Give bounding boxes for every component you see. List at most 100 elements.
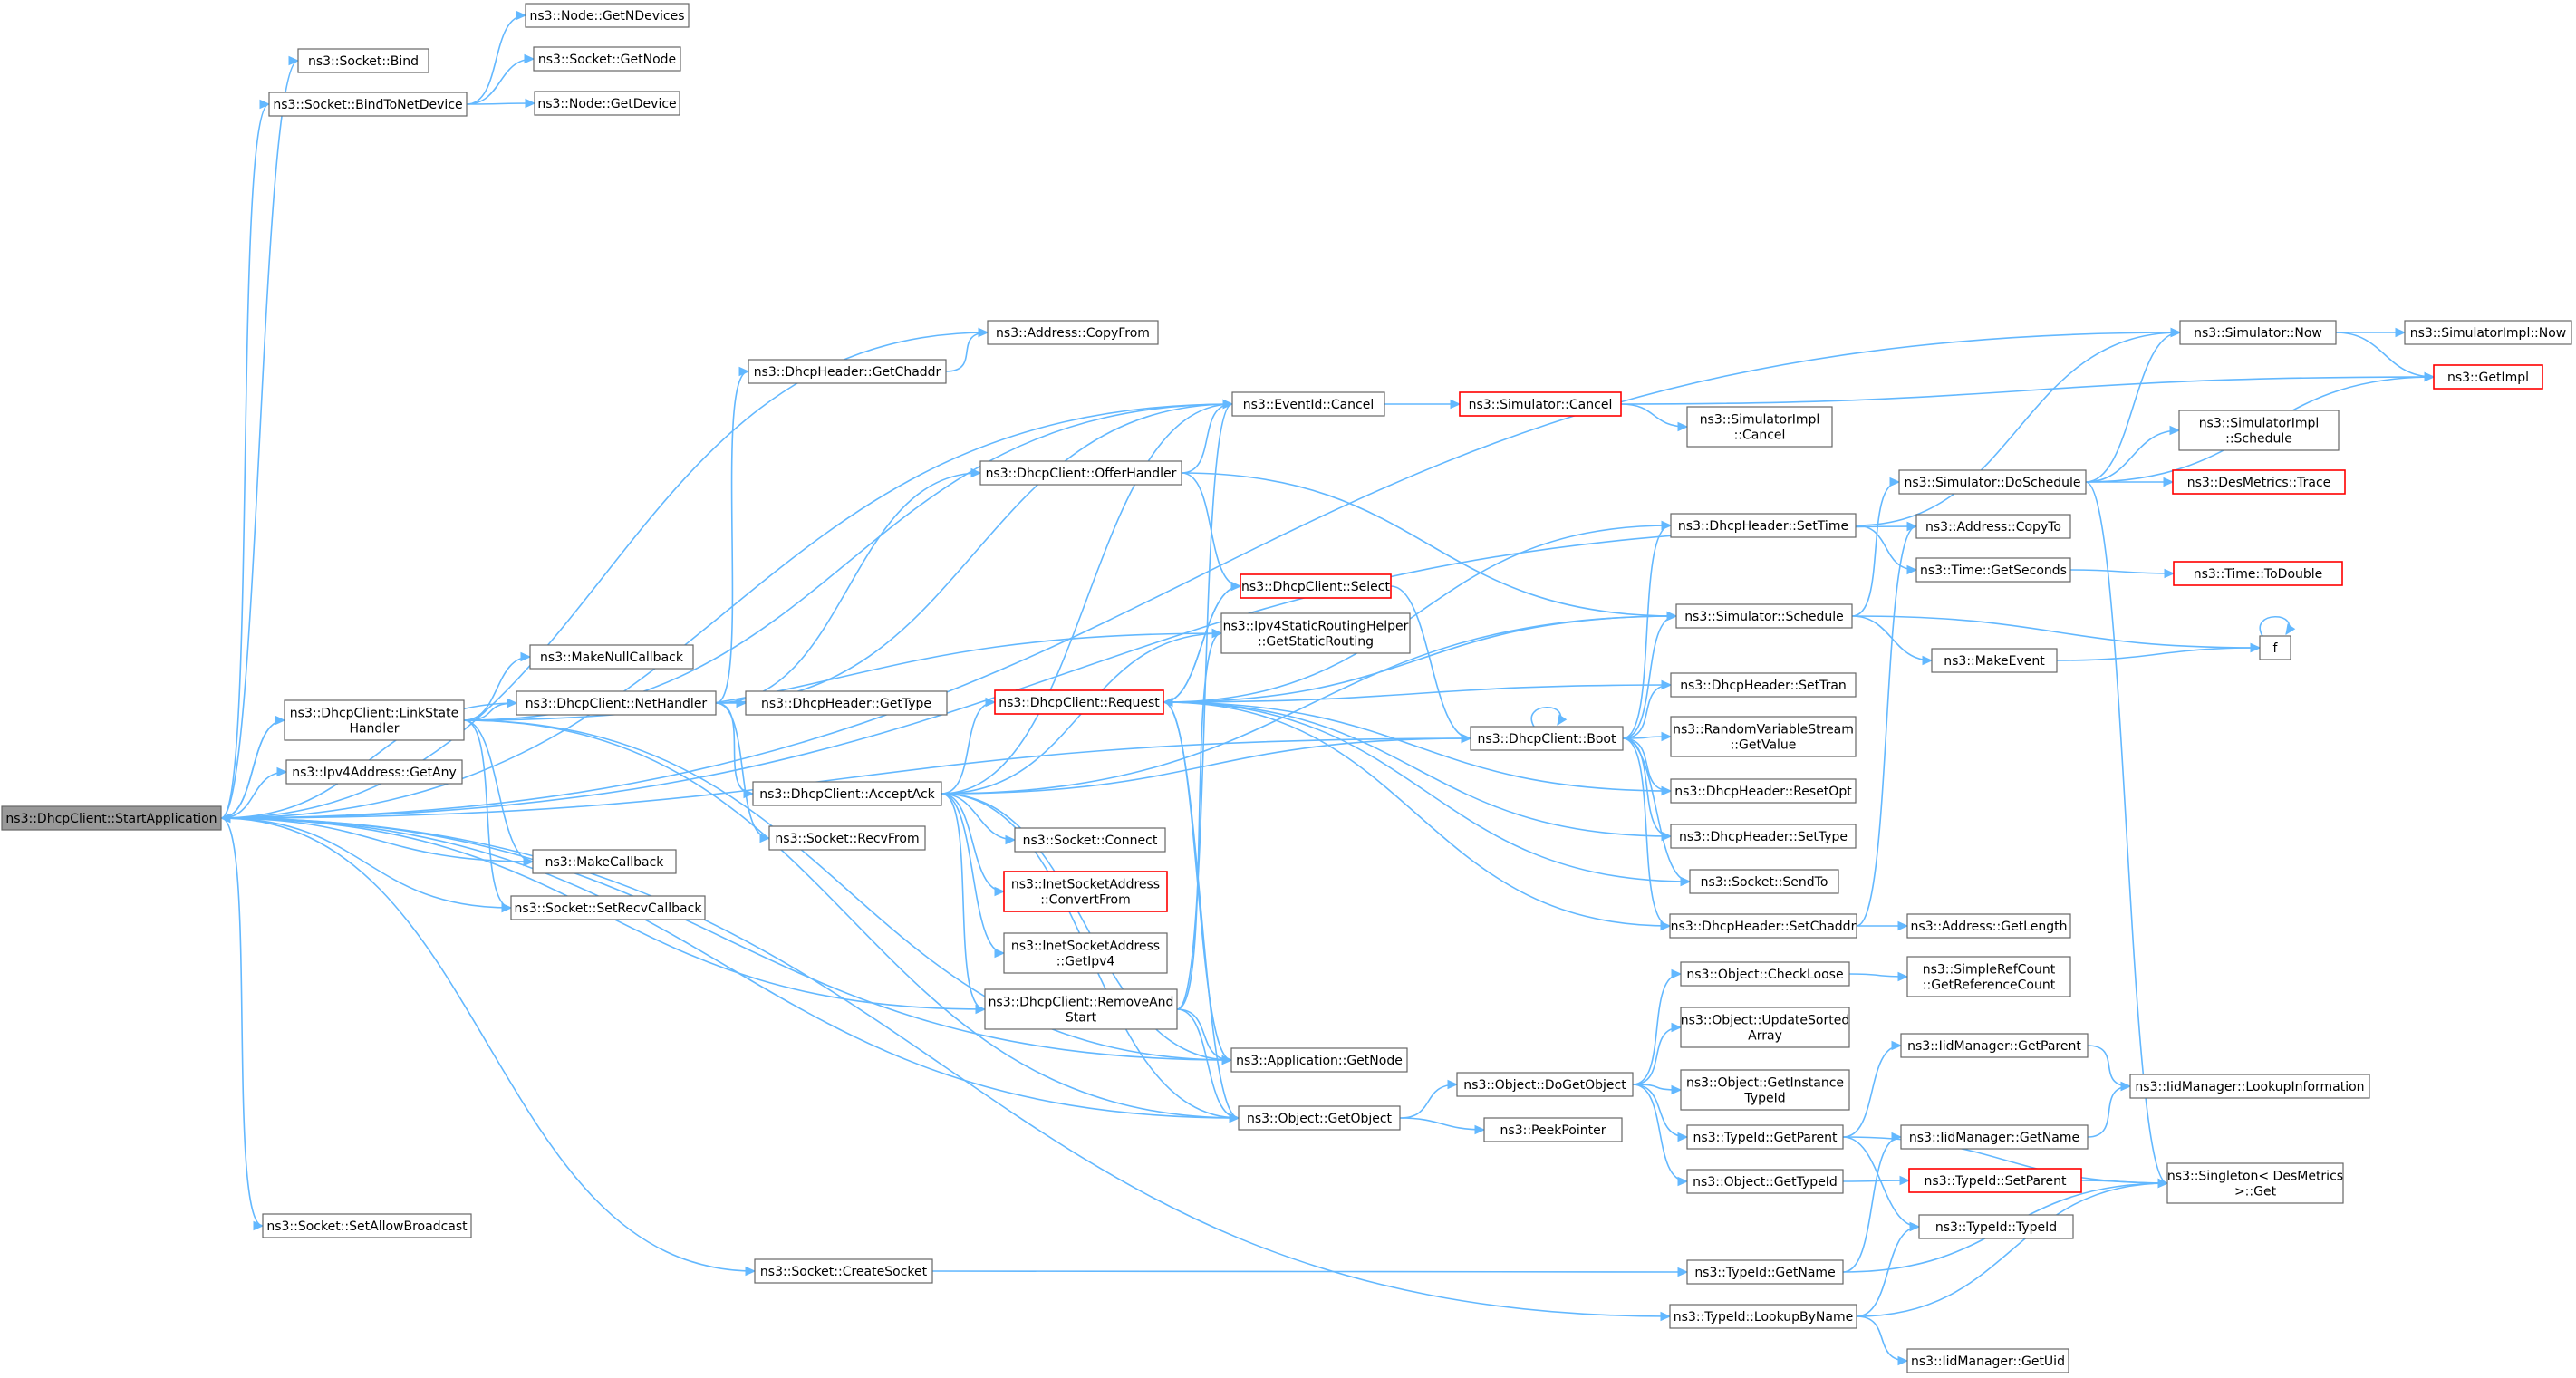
- node-box-simimplnow: [2404, 320, 2572, 345]
- node-box-timetodouble: [2173, 561, 2343, 586]
- edge-acceptack-to-eventcancel: [941, 403, 1233, 795]
- node-resetopt[interactable]: ns3::DhcpHeader::ResetOpt: [1670, 778, 1857, 804]
- edge-linkstate-to-setrecvcallback: [463, 719, 512, 909]
- node-typeidsetparent[interactable]: ns3::TypeId::SetParent: [1908, 1168, 2082, 1193]
- node-settype[interactable]: ns3::DhcpHeader::SetType: [1670, 824, 1857, 849]
- node-simimplschedule[interactable]: ns3::SimulatorImpl::Schedule: [2178, 410, 2340, 451]
- node-getuid[interactable]: ns3::IidManager::GetUid: [1906, 1348, 2069, 1373]
- node-iidlookupinfo[interactable]: ns3::IidManager::LookupInformation: [2129, 1074, 2370, 1099]
- edge-nethandler-to-acceptack: [715, 702, 754, 795]
- edge-linkstate-to-nethandler-arrowhead: [507, 698, 518, 708]
- edge-dogetobject-to-checkloose-arrowhead: [1671, 968, 1683, 979]
- node-box-request: [994, 689, 1164, 715]
- node-sendto[interactable]: ns3::Socket::SendTo: [1689, 869, 1839, 894]
- node-label: ns3::Object::DoGetObject: [1463, 1078, 1626, 1093]
- node-getimpl[interactable]: ns3::GetImpl: [2433, 364, 2543, 390]
- node-timetodouble[interactable]: ns3::Time::ToDouble: [2173, 561, 2343, 586]
- node-box-resetopt: [1670, 778, 1857, 804]
- edge-request-to-getobject: [1163, 701, 1240, 1119]
- node-typeidtypeid[interactable]: ns3::TypeId::TypeId: [1918, 1214, 2074, 1239]
- node-peekpointer[interactable]: ns3::PeekPointer: [1483, 1117, 1623, 1142]
- node-ipv4any[interactable]: ns3::Ipv4Address::GetAny: [285, 759, 463, 785]
- node-inetconvert[interactable]: ns3::InetSocketAddress::ConvertFrom: [1003, 871, 1168, 912]
- node-simcancel[interactable]: ns3::Simulator::Cancel: [1459, 391, 1622, 417]
- edge-start-to-simnow: [220, 332, 2181, 819]
- node-objgettypeid[interactable]: ns3::Object::GetTypeId: [1686, 1169, 1844, 1194]
- node-start[interactable]: ns3::DhcpClient::StartApplication: [1, 805, 222, 831]
- node-typeidgetname[interactable]: ns3::TypeId::GetName: [1686, 1259, 1844, 1285]
- edge-dogetobject-to-objgettypeid-arrowhead: [1677, 1176, 1689, 1187]
- node-offerhandler[interactable]: ns3::DhcpClient::OfferHandler: [979, 460, 1182, 486]
- edge-doschedule-to-simimplschedule: [2085, 429, 2180, 483]
- node-simnow[interactable]: ns3::Simulator::Now: [2179, 320, 2337, 345]
- node-label: ns3::MakeNullCallback: [540, 650, 684, 665]
- node-getrefcount[interactable]: ns3::SimpleRefCount::GetReferenceCount: [1906, 956, 2071, 997]
- edge-removeandstart-to-getobject-arrowhead: [1229, 1113, 1240, 1123]
- edge-simnow-to-simimplnow-arrowhead: [2395, 327, 2407, 338]
- node-boot[interactable]: ns3::DhcpClient::Boot: [1470, 726, 1624, 751]
- node-timegetseconds[interactable]: ns3::Time::GetSeconds: [1915, 557, 2071, 583]
- node-singletonget[interactable]: ns3::Singleton< DesMetrics >::Get: [2166, 1162, 2344, 1204]
- node-getndevices[interactable]: ns3::Node::GetNDevices: [525, 3, 690, 28]
- node-setchaddr[interactable]: ns3::DhcpHeader::SetChaddr: [1669, 913, 1857, 939]
- node-eventcancel[interactable]: ns3::EventId::Cancel: [1231, 391, 1385, 417]
- node-addrcopyto[interactable]: ns3::Address::CopyTo: [1915, 514, 2071, 539]
- node-bind[interactable]: ns3::Socket::Bind: [297, 48, 429, 73]
- node-label: ns3::DhcpClient::StartApplication: [5, 812, 217, 826]
- edge-start-to-bindtonet: [220, 103, 270, 819]
- node-label: ns3::RandomVariableStream: [1673, 723, 1854, 737]
- node-createsocket[interactable]: ns3::Socket::CreateSocket: [754, 1258, 933, 1284]
- node-bindtonet[interactable]: ns3::Socket::BindToNetDevice: [268, 92, 468, 117]
- node-checkloose[interactable]: ns3::Object::CheckLoose: [1680, 961, 1850, 987]
- node-simimplcancel[interactable]: ns3::SimulatorImpl::Cancel: [1686, 406, 1833, 448]
- node-nethandler[interactable]: ns3::DhcpClient::NetHandler: [516, 690, 717, 716]
- node-copyfrom[interactable]: ns3::Address::CopyFrom: [987, 320, 1159, 345]
- node-simimplnow[interactable]: ns3::SimulatorImpl::Now: [2404, 320, 2572, 345]
- node-request[interactable]: ns3::DhcpClient::Request: [994, 689, 1164, 715]
- node-simschedule[interactable]: ns3::Simulator::Schedule: [1675, 603, 1853, 629]
- node-iidgetparent[interactable]: ns3::IidManager::GetParent: [1900, 1033, 2089, 1058]
- node-desmetricstrace[interactable]: ns3::DesMetrics::Trace: [2172, 469, 2346, 495]
- edge-bindtonet-to-getndevices: [466, 14, 526, 105]
- node-settime[interactable]: ns3::DhcpHeader::SetTime: [1670, 513, 1857, 538]
- node-typeidgetparent[interactable]: ns3::TypeId::GetParent: [1686, 1124, 1844, 1150]
- node-rvsgetvalue[interactable]: ns3::RandomVariableStream::GetValue: [1670, 716, 1857, 757]
- node-settran[interactable]: ns3::DhcpHeader::SetTran: [1670, 672, 1857, 698]
- node-getchaddr[interactable]: ns3::DhcpHeader::GetChaddr: [748, 359, 947, 384]
- edge-dogetobject-to-getinstancetypeid-arrowhead: [1671, 1084, 1683, 1095]
- node-acceptack[interactable]: ns3::DhcpClient::AcceptAck: [752, 781, 942, 806]
- edge-acceptack-to-inetconvert-arrowhead: [994, 886, 1006, 897]
- node-label: Start: [1066, 1011, 1097, 1026]
- node-getdevice[interactable]: ns3::Node::GetDevice: [534, 91, 680, 116]
- edge-simschedule-to-makeevent-arrowhead: [1922, 655, 1934, 666]
- node-setallowbroadcast[interactable]: ns3::Socket::SetAllowBroadcast: [262, 1213, 472, 1238]
- node-getobject[interactable]: ns3::Object::GetObject: [1238, 1105, 1401, 1131]
- edge-boot-to-settran-arrowhead: [1661, 679, 1673, 690]
- node-lookupbyname[interactable]: ns3::TypeId::LookupByName: [1669, 1304, 1857, 1329]
- node-ipv4static[interactable]: ns3::Ipv4StaticRoutingHelper::GetStaticR…: [1220, 612, 1411, 654]
- node-makeevent[interactable]: ns3::MakeEvent: [1931, 648, 2058, 673]
- node-inetgetipv4[interactable]: ns3::InetSocketAddress::GetIpv4: [1003, 932, 1168, 974]
- node-box-makeevent: [1931, 648, 2058, 673]
- node-getnode_sock[interactable]: ns3::Socket::GetNode: [533, 46, 681, 72]
- node-recvfrom[interactable]: ns3::Socket::RecvFrom: [768, 825, 926, 851]
- node-doschedule[interactable]: ns3::Simulator::DoSchedule: [1898, 469, 2087, 495]
- node-getlength[interactable]: ns3::Address::GetLength: [1906, 913, 2071, 939]
- node-connect[interactable]: ns3::Socket::Connect: [1014, 827, 1166, 853]
- node-gettype[interactable]: ns3::DhcpHeader::GetType: [745, 690, 948, 716]
- edge-makeevent-to-f-arrowhead: [2250, 642, 2262, 653]
- node-setrecvcallback[interactable]: ns3::Socket::SetRecvCallback: [510, 895, 706, 920]
- node-appgetnode[interactable]: ns3::Application::GetNode: [1230, 1047, 1408, 1073]
- edge-acceptack-to-request-arrowhead: [985, 697, 997, 708]
- node-makecallback[interactable]: ns3::MakeCallback: [532, 849, 677, 874]
- node-dogetobject[interactable]: ns3::Object::DoGetObject: [1456, 1072, 1634, 1097]
- node-f[interactable]: f: [2259, 635, 2291, 660]
- node-makenull[interactable]: ns3::MakeNullCallback: [529, 644, 694, 670]
- node-iidgetname[interactable]: ns3::IidManager::GetName: [1900, 1124, 2089, 1150]
- node-select[interactable]: ns3::DhcpClient::Select: [1240, 573, 1392, 599]
